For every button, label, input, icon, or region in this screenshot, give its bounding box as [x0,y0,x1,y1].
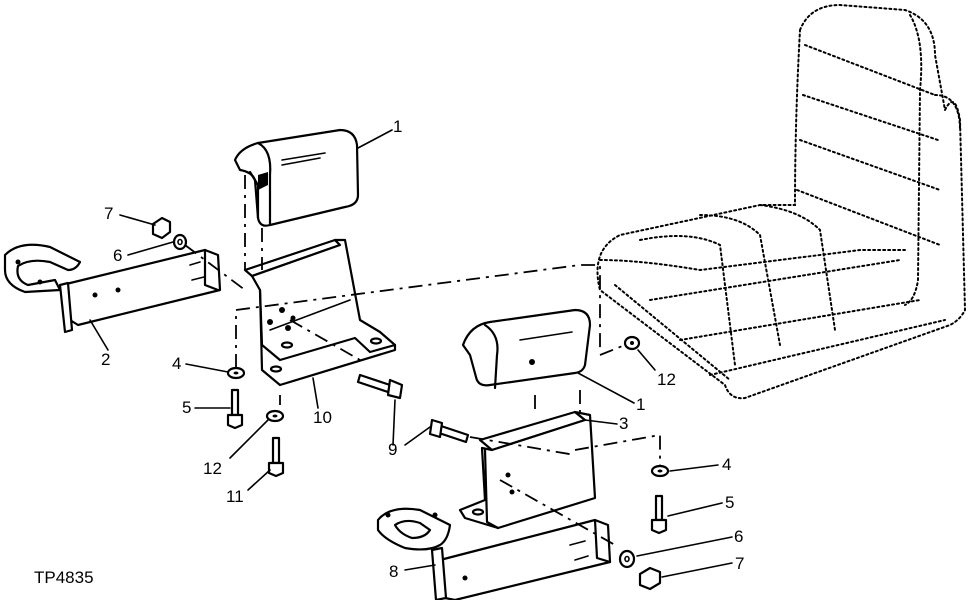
callout-2: 2 [101,350,110,369]
callout-9: 9 [388,440,397,459]
callout-12-left: 12 [203,459,222,478]
figure-id: TP4835 [34,568,94,587]
washer-upper [172,233,188,251]
nut-upper [151,216,172,240]
callout-3: 3 [619,414,628,433]
nut-right [638,566,662,591]
callout-5-left: 5 [182,398,191,417]
bolt-5-right [654,494,664,522]
bolt-5-left [230,388,240,417]
washer-6-right [618,549,636,569]
callout-6-upper: 6 [113,246,122,265]
mount-plate-left [3,243,222,334]
armrest-pad-upper [233,128,360,227]
callout-11: 11 [226,487,244,506]
callout-4-left: 4 [172,354,181,373]
callout-6-lower: 6 [734,527,743,546]
mount-plate-lower [376,507,612,600]
seat-outline [596,3,967,400]
callout-1-upper: 1 [393,117,402,136]
assembly-lines [184,175,661,546]
bolt-11 [271,436,281,465]
bracket-upper [243,238,397,387]
bracket-lower [458,410,597,530]
leader-lines [89,129,733,578]
armrest-pad-lower [461,308,592,390]
callout-8: 8 [389,562,398,581]
callout-12-right: 12 [657,370,676,389]
callout-1-lower: 1 [636,395,645,414]
hardware [151,216,670,591]
callout-7-upper: 7 [104,204,113,223]
bolt-9-upper [356,373,392,394]
callout-10: 10 [313,408,332,427]
callout-5-right: 5 [725,493,734,512]
callout-labels: 1 1 2 3 4 4 5 5 6 6 7 7 8 9 10 11 12 12 … [34,117,744,587]
callout-4-right: 4 [722,455,731,474]
callout-7-lower: 7 [735,554,744,573]
